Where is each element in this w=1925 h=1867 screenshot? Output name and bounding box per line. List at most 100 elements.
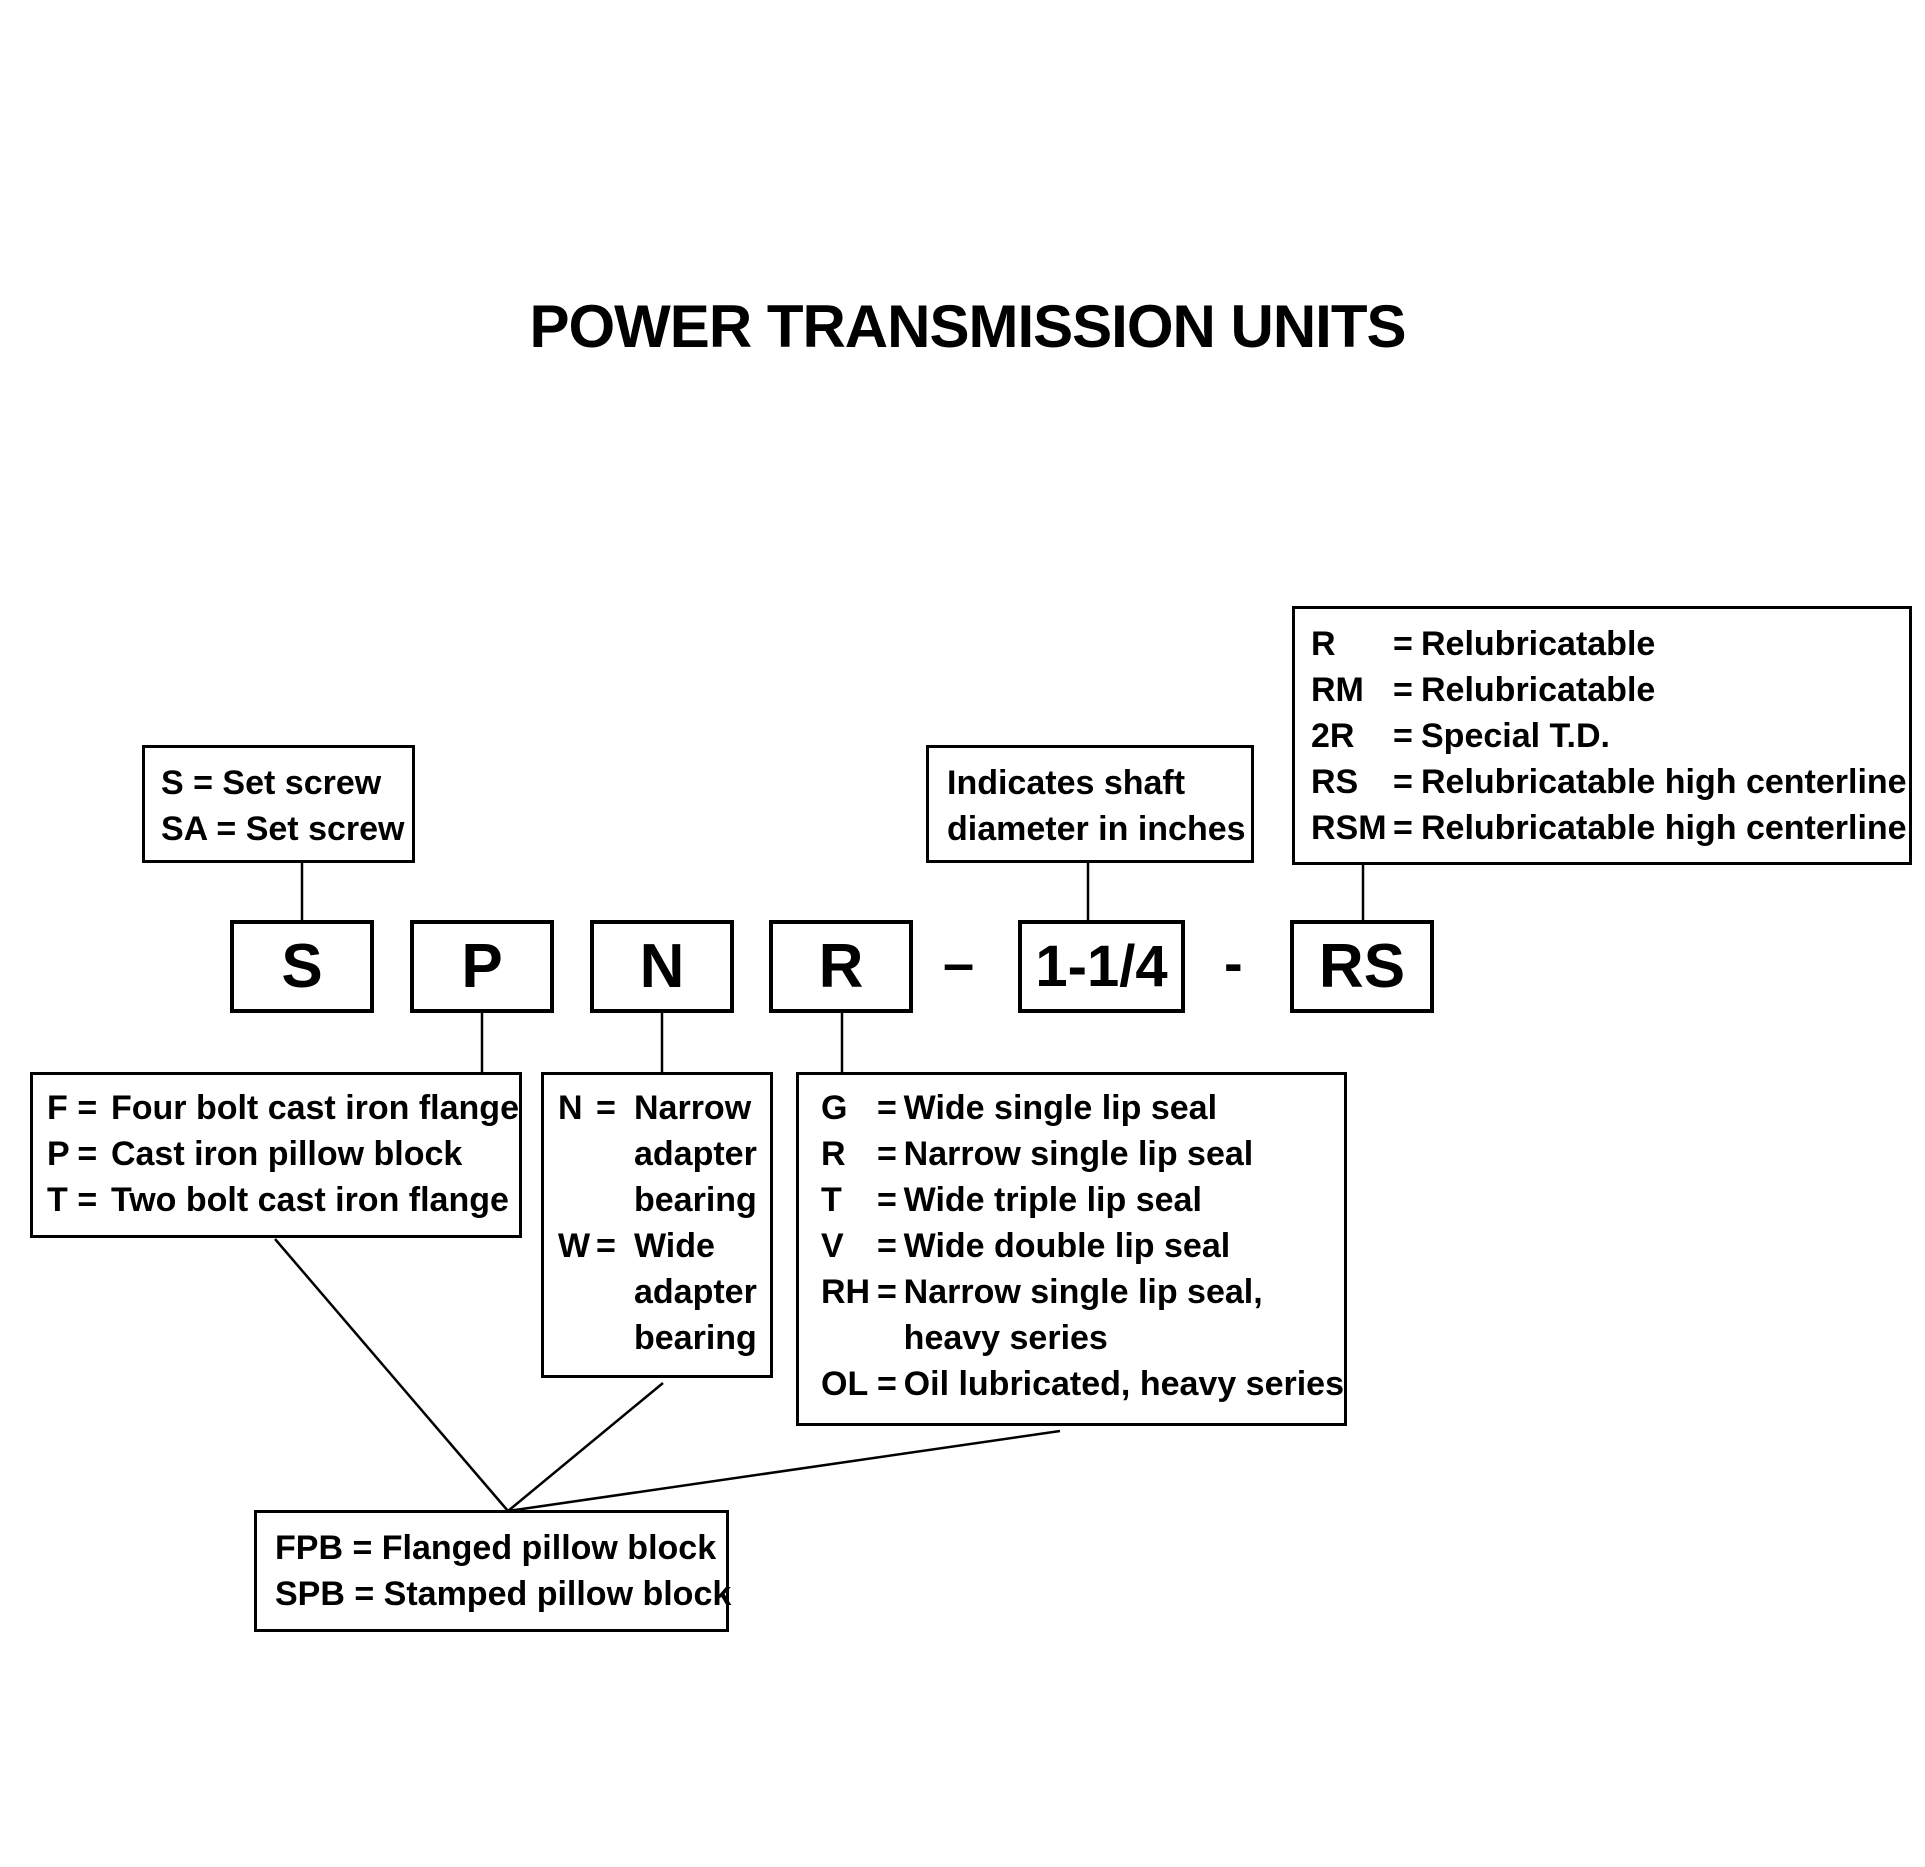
connector-adapter-block [507, 1382, 664, 1512]
housing-code: P [47, 1135, 70, 1173]
table-row: V=Wide double lip seal [821, 1223, 1344, 1269]
set-screw-line: S = Set screw [161, 764, 382, 802]
table-row: bearing [558, 1177, 757, 1223]
code-segment-shaft-size: 1-1/4 [1018, 920, 1185, 1013]
equals-sign [596, 1269, 634, 1315]
table-row: adapter [558, 1131, 757, 1177]
housing-desc: Cast iron pillow block [110, 1135, 463, 1173]
adapter-desc: Wide [634, 1227, 715, 1265]
set-screw-box: S = Set screw SA = Set screw [142, 745, 415, 863]
equals-sign: = [77, 1135, 98, 1173]
suffix-desc: Relubricatable [1421, 625, 1656, 663]
adapter-desc: adapter [634, 1273, 757, 1311]
housing-code: T [47, 1181, 68, 1219]
suffix-code: 2R [1311, 717, 1355, 755]
adapter-code: N [558, 1089, 583, 1127]
table-row: heavy series [821, 1315, 1344, 1361]
connector-seal-block [507, 1429, 1061, 1513]
pillow-block-line: SPB = Stamped pillow block [275, 1575, 732, 1613]
suffix-code: R [1311, 625, 1336, 663]
set-screw-line: SA = Set screw [161, 810, 405, 848]
adapter-desc: bearing [634, 1181, 757, 1219]
suffix-desc: Special T.D. [1421, 717, 1610, 755]
shaft-diameter-box: Indicates shaft diameter in inches [926, 745, 1254, 863]
table-row: 2R=Special T.D. [1311, 713, 1907, 759]
adapter-code [558, 1177, 596, 1223]
suffix-code: RS [1311, 763, 1359, 801]
equals-sign: = [1393, 671, 1413, 709]
seal-type-box: G=Wide single lip seal R=Narrow single l… [796, 1072, 1347, 1426]
code-segment-s: S [230, 920, 374, 1013]
seal-desc: heavy series [903, 1319, 1108, 1357]
suffix-desc: Relubricatable [1421, 671, 1656, 709]
seal-desc: Wide double lip seal [903, 1227, 1231, 1265]
table-row: T= Two bolt cast iron flange [47, 1177, 519, 1223]
housing-table: F=Four bolt cast iron flange P=Cast iron… [47, 1085, 519, 1223]
equals-sign: = [876, 1365, 897, 1403]
connector-housing-block [274, 1238, 509, 1512]
pillow-block-line: FPB = Flanged pillow block [275, 1529, 717, 1567]
seal-code: OL [821, 1365, 869, 1403]
equals-sign: = [1393, 809, 1413, 847]
table-row: RH=Narrow single lip seal, [821, 1269, 1344, 1315]
table-row: adapter [558, 1269, 757, 1315]
equals-sign: = [876, 1181, 897, 1219]
equals-sign: = [77, 1181, 98, 1219]
suffix-code: RM [1311, 671, 1364, 709]
page-title: POWER TRANSMISSION UNITS [529, 293, 1406, 360]
seal-table: G=Wide single lip seal R=Narrow single l… [821, 1085, 1344, 1407]
suffix-box: R=Relubricatable RM=Relubricatable 2R=Sp… [1292, 606, 1912, 865]
seal-code: R [821, 1135, 846, 1173]
seal-code: T [821, 1181, 842, 1219]
table-row: T =Wide triple lip seal [821, 1177, 1344, 1223]
adapter-desc: bearing [634, 1319, 757, 1357]
equals-sign [596, 1315, 634, 1361]
pillow-block-box: FPB = Flanged pillow block SPB = Stamped… [254, 1510, 732, 1632]
equals-sign: = [876, 1227, 897, 1265]
housing-desc: Two bolt cast iron flange [110, 1181, 509, 1219]
table-row: RS=Relubricatable high centerline [1311, 759, 1907, 805]
adapter-code [558, 1269, 596, 1315]
seal-desc: Narrow single lip seal [903, 1135, 1254, 1173]
adapter-code [558, 1131, 596, 1177]
adapter-type-box: N=Narrow adapter bearing W=Wide adapter … [541, 1072, 773, 1378]
adapter-code [558, 1315, 596, 1361]
seal-code: RH [821, 1273, 871, 1311]
housing-desc: Four bolt cast iron flange [110, 1089, 519, 1127]
shaft-diameter-line: Indicates shaft [947, 764, 1186, 802]
equals-sign: = [596, 1089, 616, 1127]
suffix-desc: Relubricatable high centerline [1421, 763, 1907, 801]
table-row: OL=Oil lubricated, heavy series [821, 1361, 1344, 1407]
separator-dash: – [943, 931, 975, 994]
table-row: R =Relubricatable [1311, 621, 1907, 667]
table-row: G=Wide single lip seal [821, 1085, 1344, 1131]
housing-type-box: F=Four bolt cast iron flange P=Cast iron… [30, 1072, 522, 1238]
adapter-table: N=Narrow adapter bearing W=Wide adapter … [558, 1085, 757, 1361]
table-row: P= Cast iron pillow block [47, 1131, 519, 1177]
separator-dash: - [1224, 931, 1243, 994]
seal-desc: Narrow single lip seal, [903, 1273, 1263, 1311]
table-row: bearing [558, 1315, 757, 1361]
seal-desc: Wide triple lip seal [903, 1181, 1202, 1219]
equals-sign: = [77, 1089, 98, 1127]
code-segment-rs: RS [1290, 920, 1434, 1013]
code-segment-n: N [590, 920, 734, 1013]
table-row: W=Wide [558, 1223, 757, 1269]
equals-sign [596, 1131, 634, 1177]
table-row: N=Narrow [558, 1085, 757, 1131]
shaft-diameter-line: diameter in inches [947, 810, 1246, 848]
equals-sign [870, 1315, 904, 1361]
table-row: R =Narrow single lip seal [821, 1131, 1344, 1177]
table-row: RM =Relubricatable [1311, 667, 1907, 713]
code-segment-p: P [410, 920, 554, 1013]
adapter-desc: adapter [634, 1135, 757, 1173]
seal-desc: Oil lubricated, heavy series [903, 1365, 1344, 1403]
equals-sign: = [876, 1273, 897, 1311]
equals-sign: = [876, 1135, 897, 1173]
seal-code [821, 1315, 870, 1361]
table-row: RSM=Relubricatable high centerline [1311, 805, 1907, 851]
seal-code: G [821, 1089, 848, 1127]
equals-sign [596, 1177, 634, 1223]
equals-sign: = [1393, 625, 1413, 663]
adapter-code: W [558, 1227, 591, 1265]
